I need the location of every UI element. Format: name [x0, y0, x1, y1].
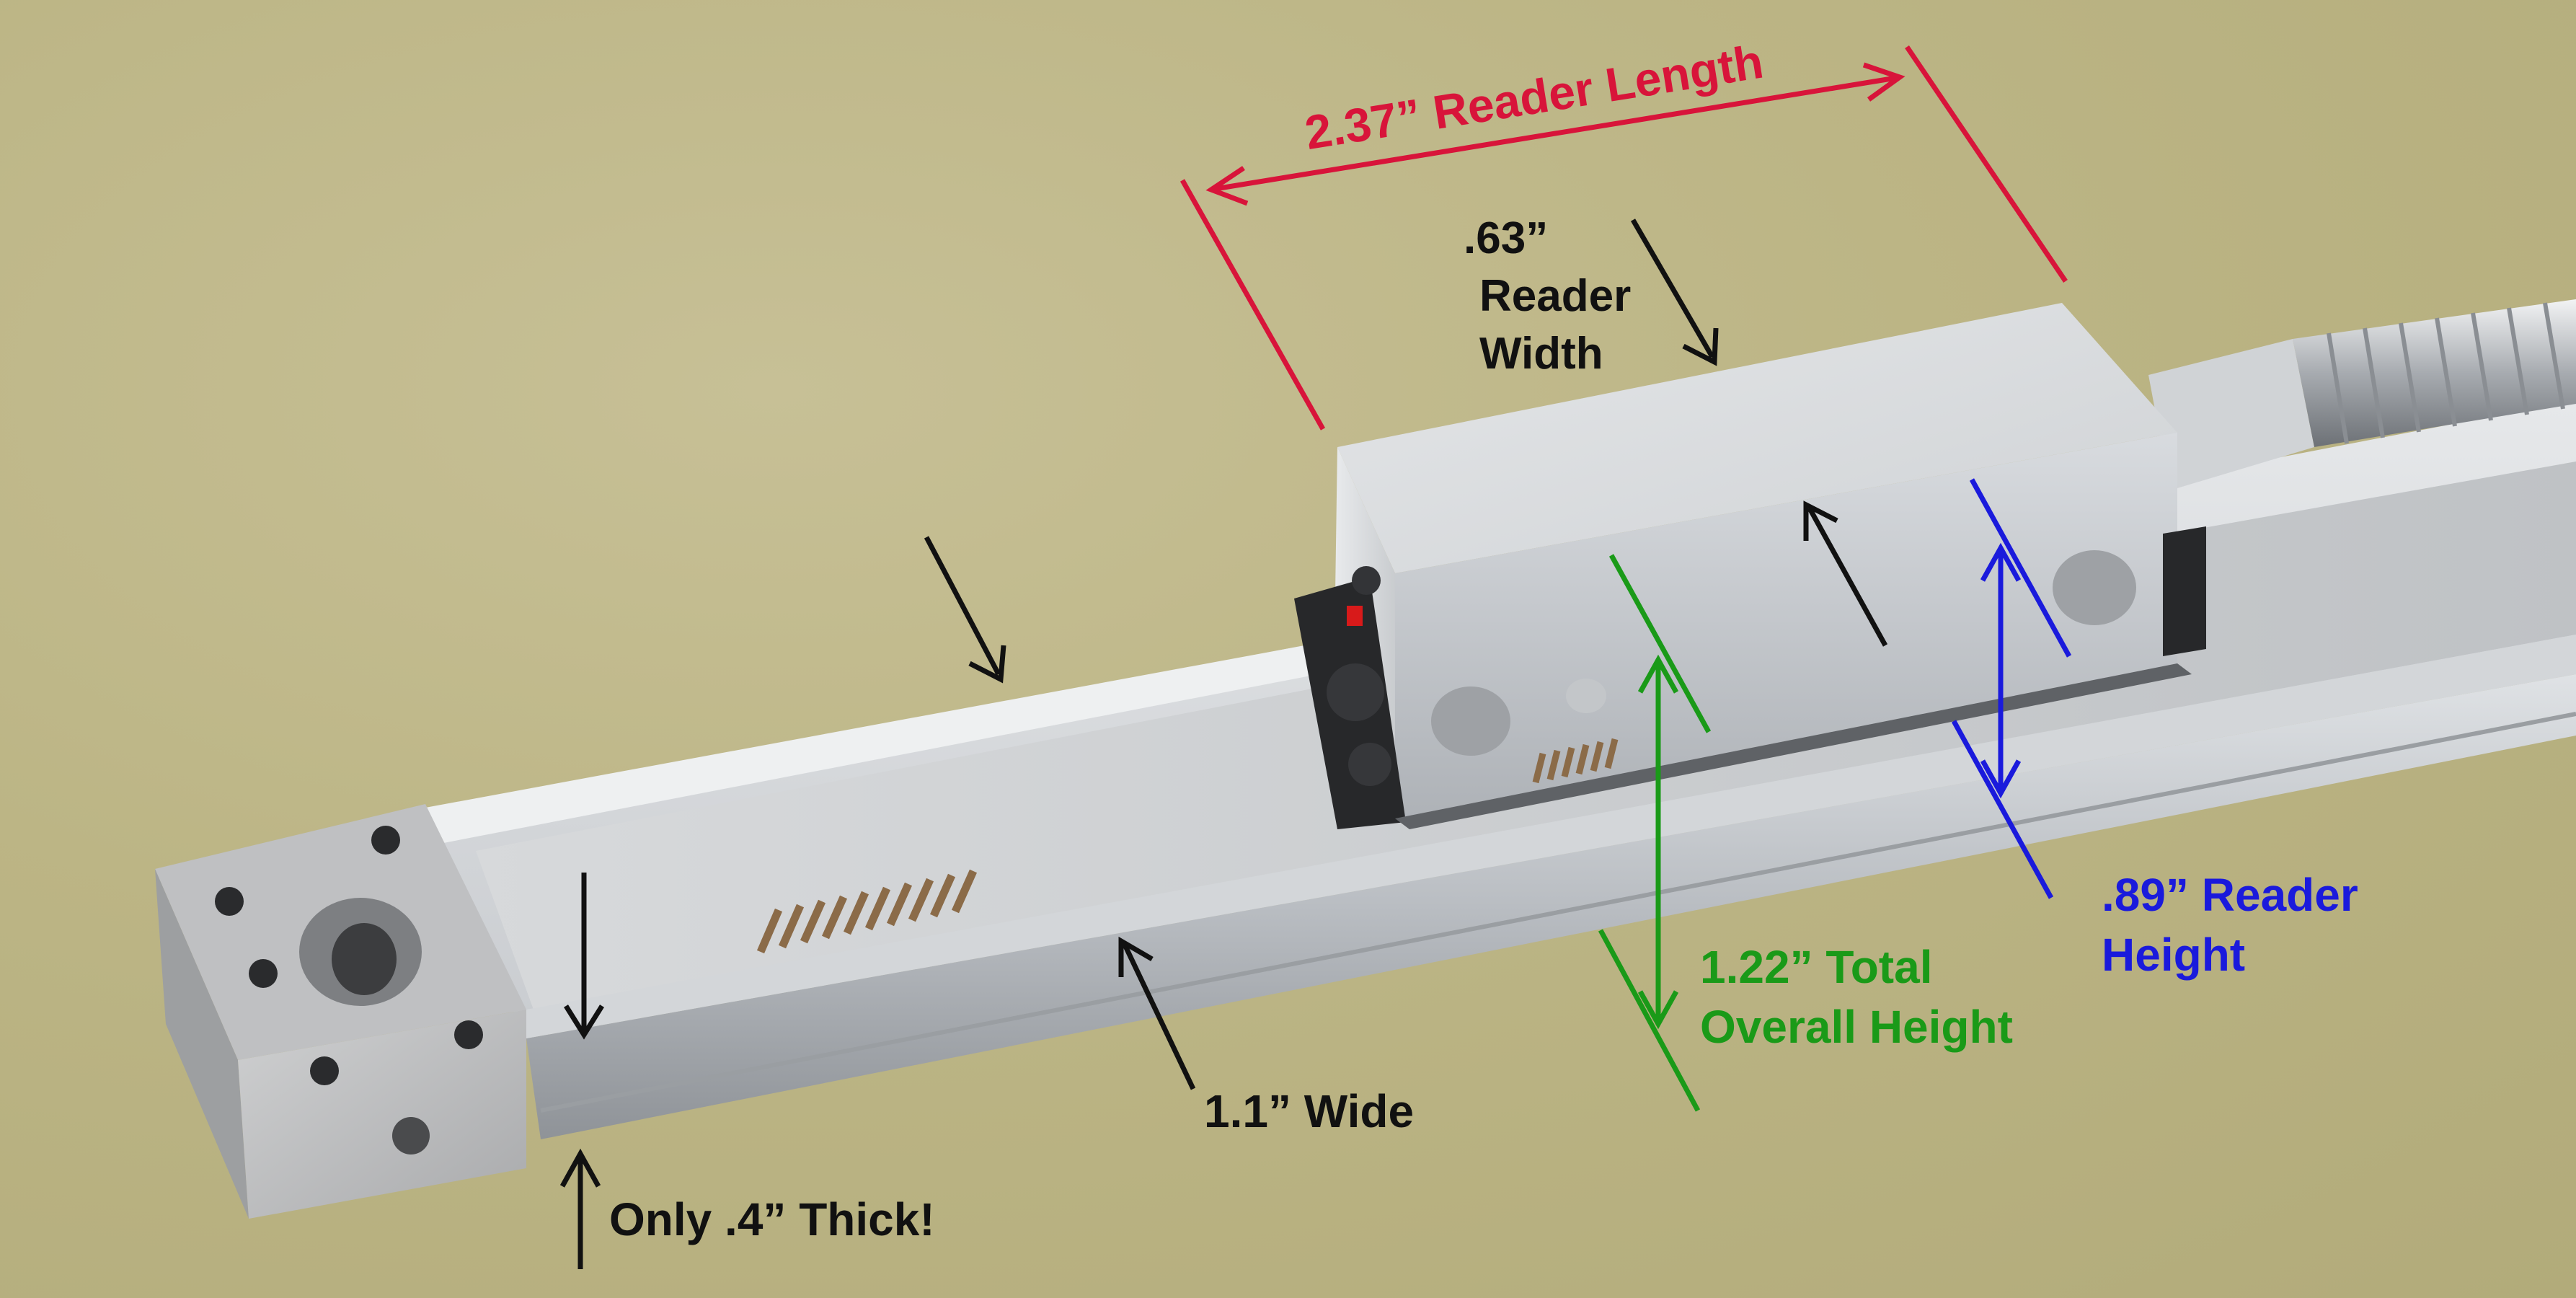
total-height-line2: Overall Height	[1700, 1001, 2013, 1053]
rail-front-face	[526, 674, 2576, 1139]
total-height-dimension	[1598, 554, 1712, 1112]
black-dimension-arrows	[559, 218, 1888, 1269]
reader-cable-hose	[2293, 299, 2576, 447]
reader-height-line2: Height	[2102, 929, 2246, 981]
rail-front-lip	[526, 635, 2576, 1038]
reader-height-dimension	[1951, 478, 2072, 899]
rail-back-lip	[425, 620, 1449, 844]
scale-stripes	[756, 869, 978, 954]
reader-cable-ribs	[2327, 302, 2565, 444]
width-label: 1.1” Wide	[1204, 1085, 1415, 1137]
reader-width-value: .63”	[1464, 213, 1549, 263]
reader-cable-fitting	[2148, 339, 2314, 490]
end-mounting-block	[155, 804, 526, 1219]
thickness-label: Only .4” Thick!	[609, 1193, 935, 1245]
reader-length-dimension	[1179, 45, 2068, 431]
reader-head	[1294, 303, 2206, 829]
reader-width-line2: Width	[1479, 329, 1603, 379]
total-height-line1: 1.22” Total	[1700, 941, 1933, 993]
reader-height-line1: .89” Reader	[2102, 869, 2358, 921]
reader-width-line1: Reader	[1479, 271, 1632, 321]
rail-groove	[540, 712, 2576, 1113]
